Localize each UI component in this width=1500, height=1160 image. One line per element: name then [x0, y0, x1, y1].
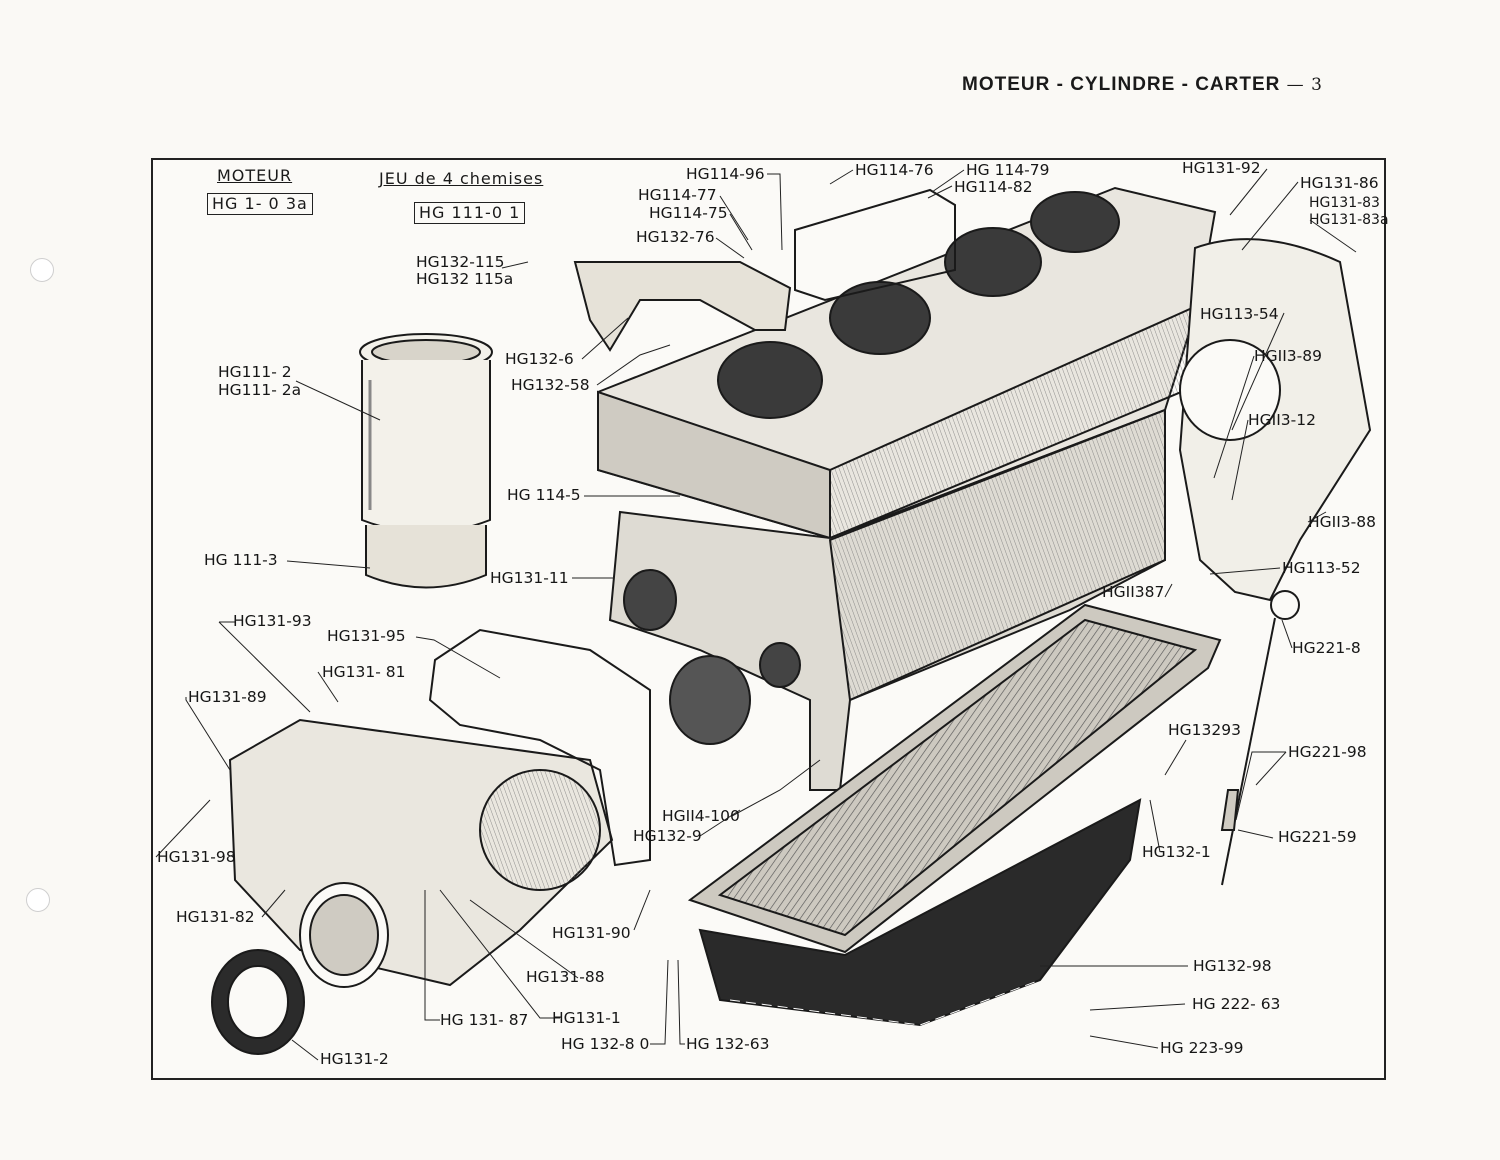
label-hg131-93: HG131-93	[233, 612, 312, 630]
rear-plate	[1178, 238, 1372, 602]
label-hg132-58: HG132-58	[511, 376, 590, 394]
label-hg114-82: HG114-82	[954, 178, 1033, 196]
label-hg131-83a: HG131-83a	[1309, 212, 1389, 228]
water-outlet	[573, 188, 956, 352]
label-hg114-79: HG 114-79	[966, 161, 1050, 179]
label-hg131-98: HG131-98	[157, 848, 236, 866]
label-hg132-115: HG132-115	[416, 253, 505, 271]
page-title: MOTEUR - CYLINDRE - CARTER	[962, 74, 1281, 95]
label-hg114-96: HG114-96	[686, 165, 765, 183]
label-hg114-77: HG114-77	[638, 186, 717, 204]
label-hg111-2a: HG111- 2a	[218, 381, 302, 399]
label-hg131-81: HG131- 81	[322, 663, 406, 681]
leader-lines	[155, 168, 1357, 1061]
label-hg132-80: HG 132-8 0	[561, 1035, 650, 1053]
label-hg131-83: HG131-83	[1309, 195, 1380, 211]
chemises-heading: JEU de 4 chemises	[379, 169, 544, 188]
label-hg222-63: HG 222- 63	[1192, 995, 1281, 1013]
label-hg131-86: HG131-86	[1300, 174, 1379, 192]
label-hg221-98: HG221-98	[1288, 743, 1367, 761]
label-hg131-1: HG131-1	[552, 1009, 621, 1027]
label-hg131-82: HG131-82	[176, 908, 255, 926]
label-hg114-76: HG114-76	[855, 161, 934, 179]
chemises-ref: HG 111-0 1	[414, 202, 526, 224]
label-hg132-9: HG132-9	[633, 827, 702, 845]
label-hg131-88: HG131-88	[526, 968, 605, 986]
label-hg114-100: HGII4-100	[662, 807, 740, 825]
label-hg132-115a: HG132 115a	[416, 270, 514, 288]
label-hg114-75: HG114-75	[649, 204, 728, 222]
label-hg114-5: HG 114-5	[507, 486, 581, 504]
label-hg113-88: HGII3-88	[1308, 513, 1376, 531]
oil-sump	[687, 603, 1222, 1027]
label-hg113-54: HG113-54	[1200, 305, 1279, 323]
label-hg111-2: HG111- 2	[218, 363, 292, 381]
timing-gasket	[428, 628, 651, 867]
label-hg113-52: HG113-52	[1282, 559, 1361, 577]
cylinder-liner	[359, 333, 493, 589]
label-hg111-3: HG 111-3	[204, 551, 278, 569]
moteur-heading: MOTEUR	[217, 166, 293, 185]
label-hg132-63: HG 132-63	[686, 1035, 770, 1053]
label-hg221-59: HG221-59	[1278, 828, 1357, 846]
page-header: MOTEUR - CYLINDRE - CARTER — 3	[962, 74, 1323, 96]
label-hg132-76: HG132-76	[636, 228, 715, 246]
label-hg131-95: HG131-95	[327, 627, 406, 645]
label-hg223-99: HG 223-99	[1160, 1039, 1244, 1057]
engine-block	[597, 186, 1217, 791]
label-hg221-8: HG221-8	[1292, 639, 1361, 657]
label-hg132-93: HG13293	[1168, 721, 1241, 739]
label-hg131-90: HG131-90	[552, 924, 631, 942]
label-hg132-98: HG132-98	[1193, 957, 1272, 975]
label-hg113-87: HGII387	[1102, 583, 1165, 601]
label-hg113-12: HGII3-12	[1248, 411, 1316, 429]
seal-ring	[211, 949, 305, 1055]
page-number: — 3	[1286, 75, 1323, 95]
moteur-ref: HG 1- 0 3a	[207, 193, 313, 215]
dipstick	[1220, 590, 1300, 886]
label-hg131-87: HG 131- 87	[440, 1011, 529, 1029]
label-hg132-6: HG132-6	[505, 350, 574, 368]
punch-hole-bottom	[26, 888, 50, 912]
label-hg131-2: HG131-2	[320, 1050, 389, 1068]
timing-cover	[228, 718, 614, 988]
label-hg131-89: HG131-89	[188, 688, 267, 706]
label-hg131-92: HG131-92	[1182, 159, 1261, 177]
label-hg131-11: HG131-11	[490, 569, 569, 587]
label-hg132-1: HG132-1	[1142, 843, 1211, 861]
label-hg113-89: HGII3-89	[1254, 347, 1322, 365]
punch-hole-top	[30, 258, 54, 282]
